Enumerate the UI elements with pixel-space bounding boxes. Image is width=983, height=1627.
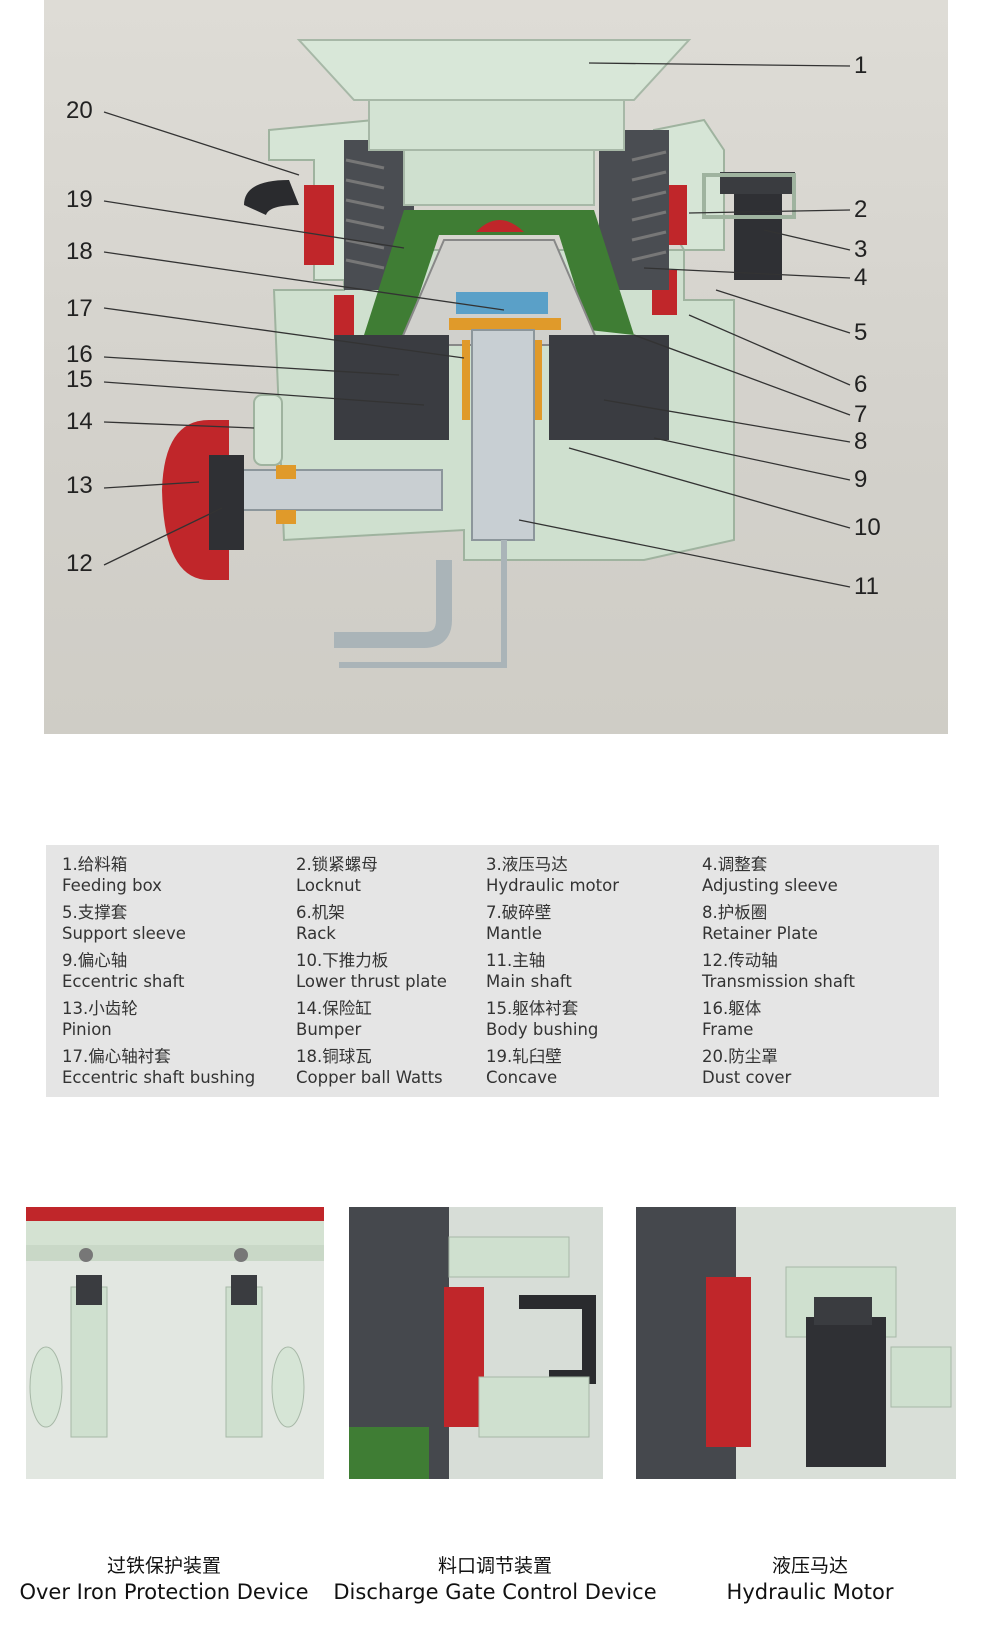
caption-en: Over Iron Protection Device (19, 1580, 309, 1604)
caption-zh: 过铁保护装置 (106, 1555, 221, 1577)
callout-8: 8 (854, 428, 868, 455)
feeding-box-throat (403, 149, 595, 206)
bumper-cylinder (253, 394, 283, 466)
callout-9: 9 (854, 466, 868, 493)
cone-crusher-cutaway (103, 39, 851, 668)
callout-7: 7 (854, 401, 868, 428)
caption-en: Hydraulic Motor (726, 1580, 894, 1604)
callout-15: 15 (66, 366, 93, 393)
over-iron-protection-illustration (26, 1207, 324, 1479)
caption-zh: 液压马达 (771, 1555, 848, 1577)
crusher-diagram-panel: 1 2 3 4 5 6 7 8 9 10 11 12 13 14 15 16 1… (44, 0, 948, 734)
callout-6: 6 (854, 371, 868, 398)
leader-lines (103, 62, 851, 588)
hydraulic-motor-bracket (702, 173, 796, 219)
caption-over-iron-protection: 过铁保护装置 Over Iron Protection Device (14, 1553, 314, 1605)
callout-2: 2 (854, 196, 868, 223)
oil-pipe-2 (339, 540, 507, 668)
adjusting-sleeve-right (599, 130, 669, 290)
detail-image-discharge-gate-control (349, 1207, 603, 1479)
pinion-bearing-1 (276, 465, 296, 479)
bushing-orange-right (534, 340, 542, 420)
transmission-shaft (211, 469, 443, 511)
concave (364, 210, 634, 340)
bushing-orange-top (449, 318, 561, 330)
hydraulic-motor-cap (720, 172, 795, 194)
caption-en: Discharge Gate Control Device (333, 1580, 657, 1604)
callout-20: 20 (66, 97, 93, 124)
callout-10: 10 (854, 514, 881, 541)
callout-19: 19 (66, 186, 93, 213)
gear-rack-left (244, 180, 299, 215)
callout-3: 3 (854, 236, 868, 263)
callout-4: 4 (854, 264, 868, 291)
mantle-cap (476, 220, 524, 232)
copper-ball-watts (456, 292, 548, 314)
threads (345, 150, 667, 270)
hydraulic-motor-illustration (636, 1207, 956, 1479)
red-seal-left (304, 185, 334, 265)
callout-14: 14 (66, 408, 93, 435)
oil-pipe (334, 560, 452, 648)
discharge-gate-illustration (349, 1207, 603, 1479)
hydraulic-motor-body (734, 190, 782, 280)
callout-11: 11 (854, 573, 879, 600)
feeding-box (296, 39, 692, 101)
callout-18: 18 (66, 238, 93, 265)
main-shaft (471, 329, 535, 541)
caption-hydraulic-motor: 液压马达 Hydraulic Motor (680, 1553, 940, 1605)
callout-17: 17 (66, 295, 93, 322)
eccentric-right (549, 335, 669, 440)
callout-12: 12 (66, 550, 93, 577)
red-seal-left2 (334, 295, 354, 335)
pinion-bearing-2 (276, 510, 296, 524)
callout-1: 1 (854, 52, 868, 79)
bushing-orange-left (462, 340, 470, 420)
callout-13: 13 (66, 472, 93, 499)
detail-image-over-iron-protection (26, 1207, 324, 1479)
callout-5: 5 (854, 319, 868, 346)
detail-image-hydraulic-motor (636, 1207, 956, 1479)
pulley-dark (209, 455, 244, 550)
callout-16: 16 (66, 341, 93, 368)
feeding-box-neck (368, 99, 625, 151)
caption-discharge-gate-control: 料口调节装置 Discharge Gate Control Device (330, 1553, 660, 1605)
caption-zh: 料口调节装置 (437, 1555, 552, 1577)
eccentric-left (334, 335, 449, 440)
